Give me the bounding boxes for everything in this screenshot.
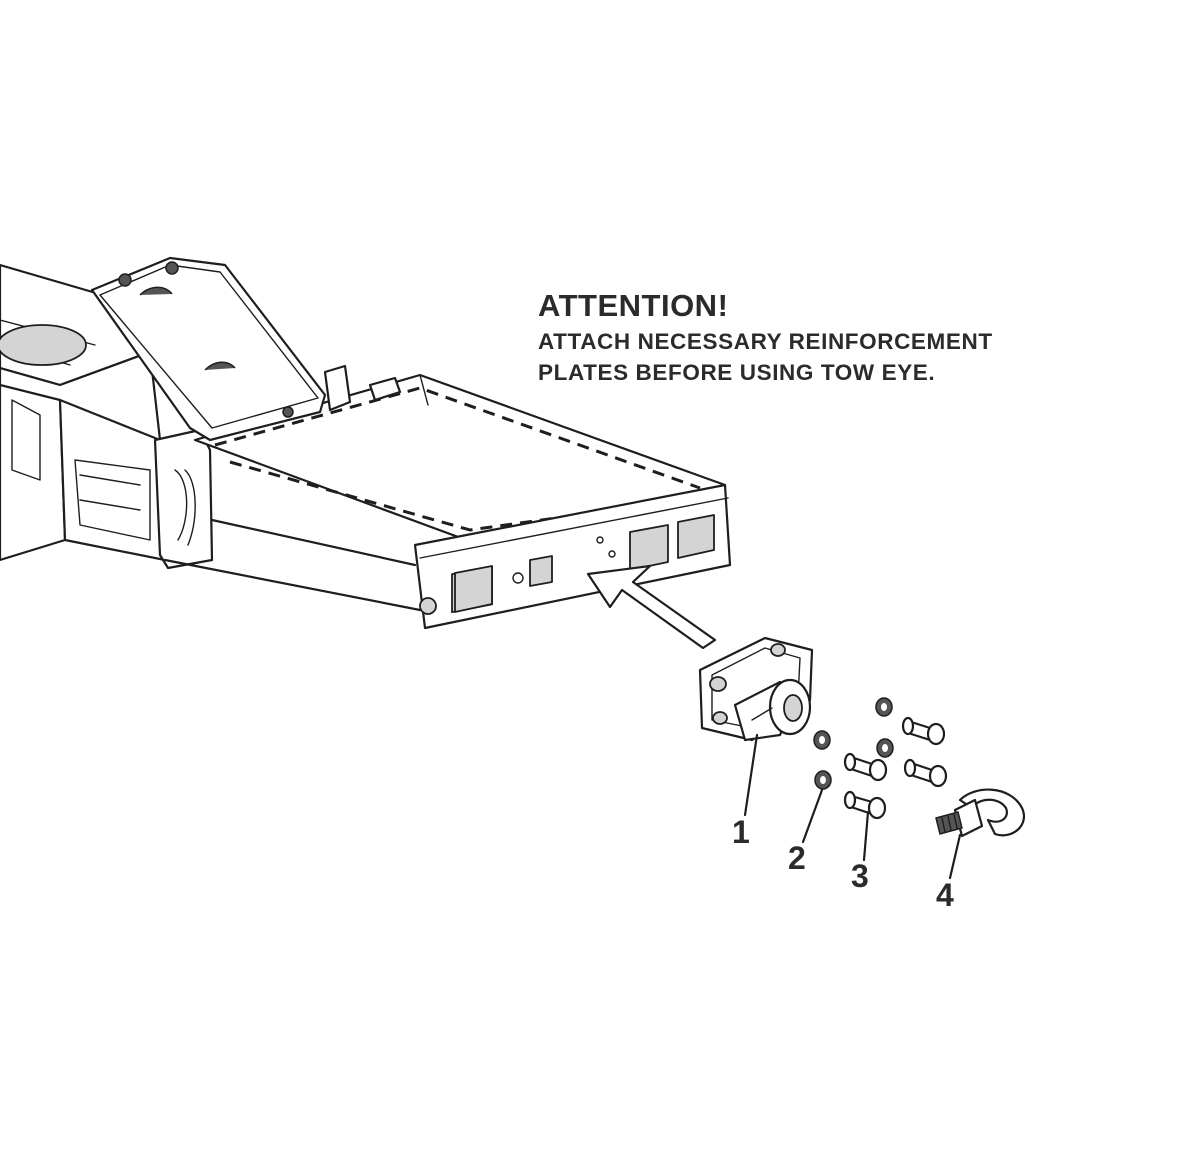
callout-2: 2 [788, 840, 806, 876]
attention-line-1: ATTACH NECESSARY REINFORCEMENT [538, 329, 993, 354]
attention-heading: ATTENTION! [538, 288, 729, 323]
shackle [935, 788, 1025, 838]
callout-4: 4 [936, 877, 954, 913]
leader-lines [743, 733, 962, 880]
washers [813, 697, 894, 790]
tow-eye-bracket [698, 636, 814, 742]
attachment-arrow [586, 564, 717, 650]
bolts [843, 716, 948, 820]
chassis-frame [0, 256, 732, 630]
attention-line-2: PLATES BEFORE USING TOW EYE. [538, 360, 936, 385]
callout-3: 3 [851, 858, 869, 894]
callout-1: 1 [732, 814, 750, 850]
attention-notice: ATTENTION! ATTACH NECESSARY REINFORCEMEN… [538, 288, 993, 388]
